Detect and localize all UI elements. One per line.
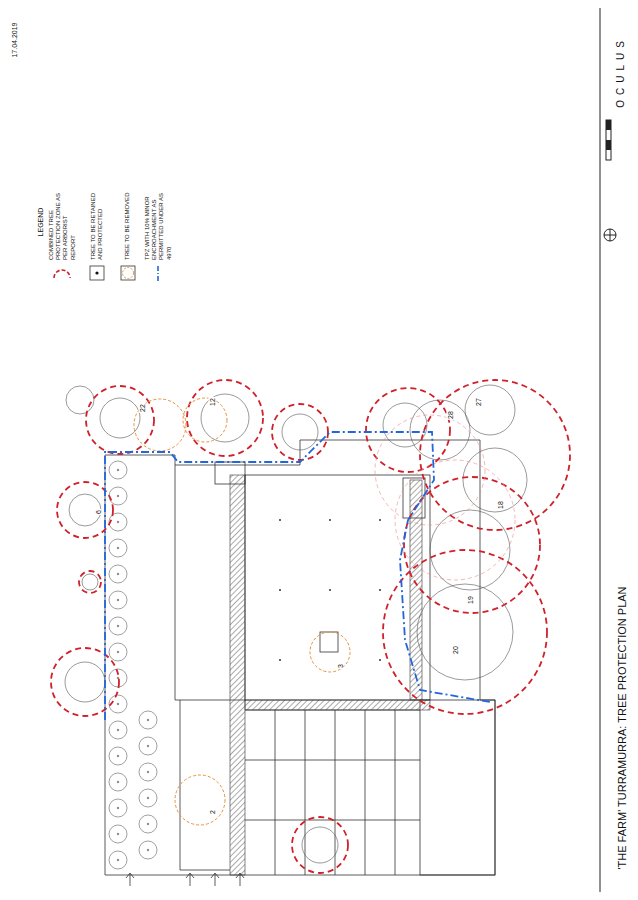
- tree-centre: [147, 719, 149, 721]
- planted-tree: [109, 487, 127, 505]
- planted-tree: [109, 539, 127, 557]
- tree-centre: [117, 729, 119, 731]
- tree-centre: [117, 625, 119, 627]
- tree-centre: [117, 859, 119, 861]
- tree-centre: [117, 495, 119, 497]
- tree-number: 19: [467, 595, 474, 605]
- planted-tree: [139, 815, 157, 833]
- planted-tree: [109, 565, 127, 583]
- tree-number: 20: [452, 645, 459, 655]
- planted-tree: [139, 789, 157, 807]
- tree-centre: [147, 771, 149, 773]
- legend-heading: LEGEND: [37, 208, 44, 237]
- tree-centre: [117, 599, 119, 601]
- tree-number: 3: [337, 663, 344, 669]
- tree-number: 22: [139, 403, 146, 413]
- tree-number: 2: [209, 809, 216, 815]
- tree-centre: [117, 547, 119, 549]
- tree-number: 12: [209, 397, 216, 407]
- tree-centre: [117, 807, 119, 809]
- tree-centre: [117, 521, 119, 523]
- tree-centre: [147, 823, 149, 825]
- tree-centre: [117, 677, 119, 679]
- planted-tree: [139, 737, 157, 755]
- tree-centre: [117, 469, 119, 471]
- tree-centre: [117, 703, 119, 705]
- tree-number: 6: [95, 509, 102, 515]
- legend-text: TPZ WITH 10% MINOR ENCROACHMENT AS PERMI…: [144, 190, 173, 260]
- planted-tree: [109, 461, 127, 479]
- planted-tree: [109, 591, 127, 609]
- tree-centre: [117, 573, 119, 575]
- planted-tree: [109, 799, 127, 817]
- planted-tree: [109, 825, 127, 843]
- tree-centre: [117, 833, 119, 835]
- tree-centre: [117, 781, 119, 783]
- tree-number: 18: [497, 500, 504, 510]
- legend-text: COMBINED TREE PROTECTION ZONE AS PER ARB…: [48, 190, 77, 260]
- tree-number: 27: [475, 397, 482, 407]
- planted-tree: [109, 851, 127, 869]
- planted-tree: [139, 763, 157, 781]
- planted-tree: [139, 841, 157, 859]
- legend-text: TREE TO BE REMOVED: [124, 190, 131, 260]
- sheet-title: 'THE FARM' TURRAMURRA: TREE PROTECTION P…: [616, 586, 628, 869]
- tree-centre: [147, 745, 149, 747]
- tree-centre: [117, 755, 119, 757]
- planted-tree: [109, 643, 127, 661]
- legend-text: TREE TO BE RETAINED AND PROTECTED: [90, 190, 104, 260]
- planted-tree: [109, 747, 127, 765]
- company-logo: OCULUS: [615, 36, 626, 108]
- date-stamp: 17.04.2019: [11, 22, 18, 57]
- planted-tree: [109, 721, 127, 739]
- tree-centre: [117, 651, 119, 653]
- tree-number: 28: [447, 410, 454, 420]
- planted-tree: [109, 773, 127, 791]
- tree-centre: [147, 849, 149, 851]
- planted-tree: [139, 711, 157, 729]
- tree-centre: [147, 797, 149, 799]
- planted-tree: [109, 617, 127, 635]
